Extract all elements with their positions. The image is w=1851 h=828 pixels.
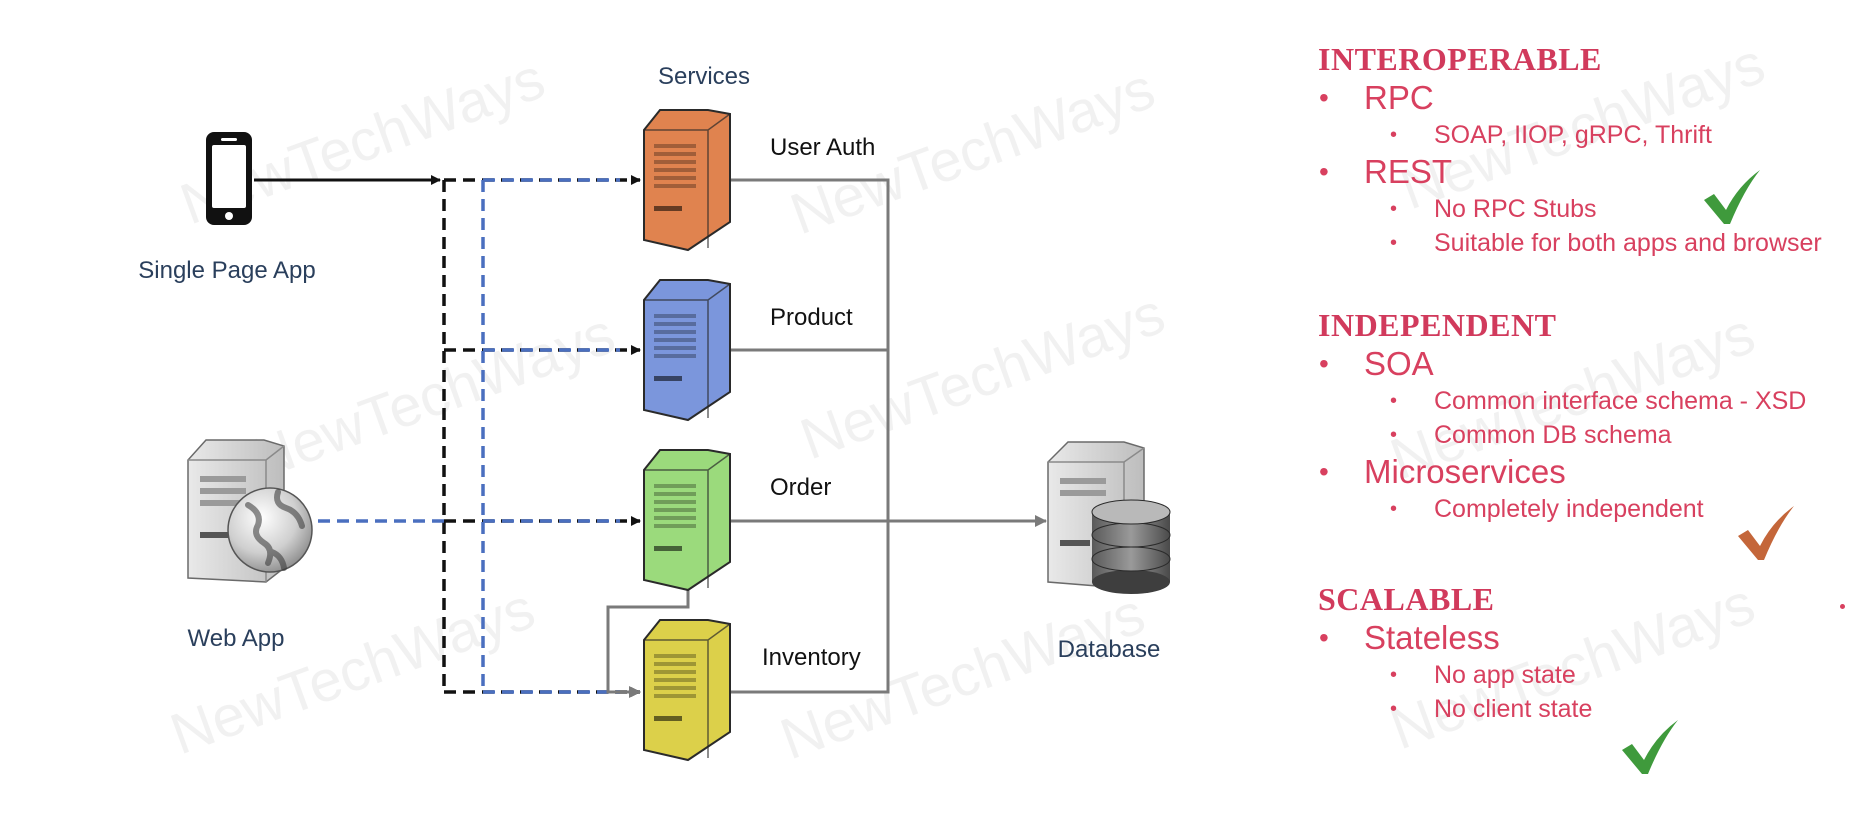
checkmark-orange-icon xyxy=(1738,506,1794,560)
bullet-item: REST xyxy=(1318,152,1838,192)
section-independent: Independent SOA Common interface schema … xyxy=(1318,306,1838,526)
section-heading: Independent xyxy=(1318,307,1557,343)
sub-bullet-item: No client state xyxy=(1318,692,1838,726)
service-label: Inventory xyxy=(762,644,861,671)
server-icon xyxy=(643,619,731,762)
watermark-text: NewTechWays xyxy=(242,301,623,493)
bullet-item: Stateless xyxy=(1318,618,1838,658)
service-db-connectors xyxy=(606,178,1047,698)
webapp-dashed-routes xyxy=(318,178,620,694)
watermark-text: NewTechWays xyxy=(772,581,1153,773)
section-scalable: Scalable Stateless No app state No clien… xyxy=(1318,580,1838,726)
sub-bullet-item: SOAP, IIOP, gRPC, Thrift xyxy=(1318,118,1838,152)
sub-bullet-item: Completely independent xyxy=(1318,492,1838,526)
sub-bullet-item: Suitable for both apps and browser xyxy=(1318,226,1838,260)
web-app-label: Web App xyxy=(188,625,285,652)
service-label: Product xyxy=(770,304,853,331)
service-label: User Auth xyxy=(770,134,875,161)
stray-bullet-dot xyxy=(1840,604,1845,609)
sub-bullet-item: No app state xyxy=(1318,658,1838,692)
section-heading: Scalable xyxy=(1318,581,1495,617)
service-label: Order xyxy=(770,474,831,501)
web-server-globe-icon xyxy=(187,439,313,583)
properties-panel: Interoperable RPC SOAP, IIOP, gRPC, Thri… xyxy=(1318,40,1838,726)
sub-bullet-item: Common DB schema xyxy=(1318,418,1838,452)
server-icon xyxy=(643,279,731,422)
server-icon xyxy=(643,449,731,592)
single-page-app-label: Single Page App xyxy=(138,257,315,284)
phone-icon xyxy=(206,132,252,225)
section-interoperable: Interoperable RPC SOAP, IIOP, gRPC, Thri… xyxy=(1318,40,1838,260)
server-icon xyxy=(643,109,731,252)
database-label: Database xyxy=(1058,636,1161,663)
services-title: Services xyxy=(658,63,750,90)
watermark-text: NewTechWays xyxy=(162,576,543,768)
bullet-item: SOA xyxy=(1318,344,1838,384)
checkmark-green-icon xyxy=(1704,170,1760,224)
bullet-item: RPC xyxy=(1318,78,1838,118)
checkmark-green-icon xyxy=(1622,720,1678,774)
bullet-item: Microservices xyxy=(1318,452,1838,492)
sub-bullet-item: Common interface schema - XSD xyxy=(1318,384,1838,418)
database-icon xyxy=(1047,441,1171,594)
sub-bullet-item: No RPC Stubs xyxy=(1318,192,1838,226)
section-heading: Interoperable xyxy=(1318,41,1602,77)
